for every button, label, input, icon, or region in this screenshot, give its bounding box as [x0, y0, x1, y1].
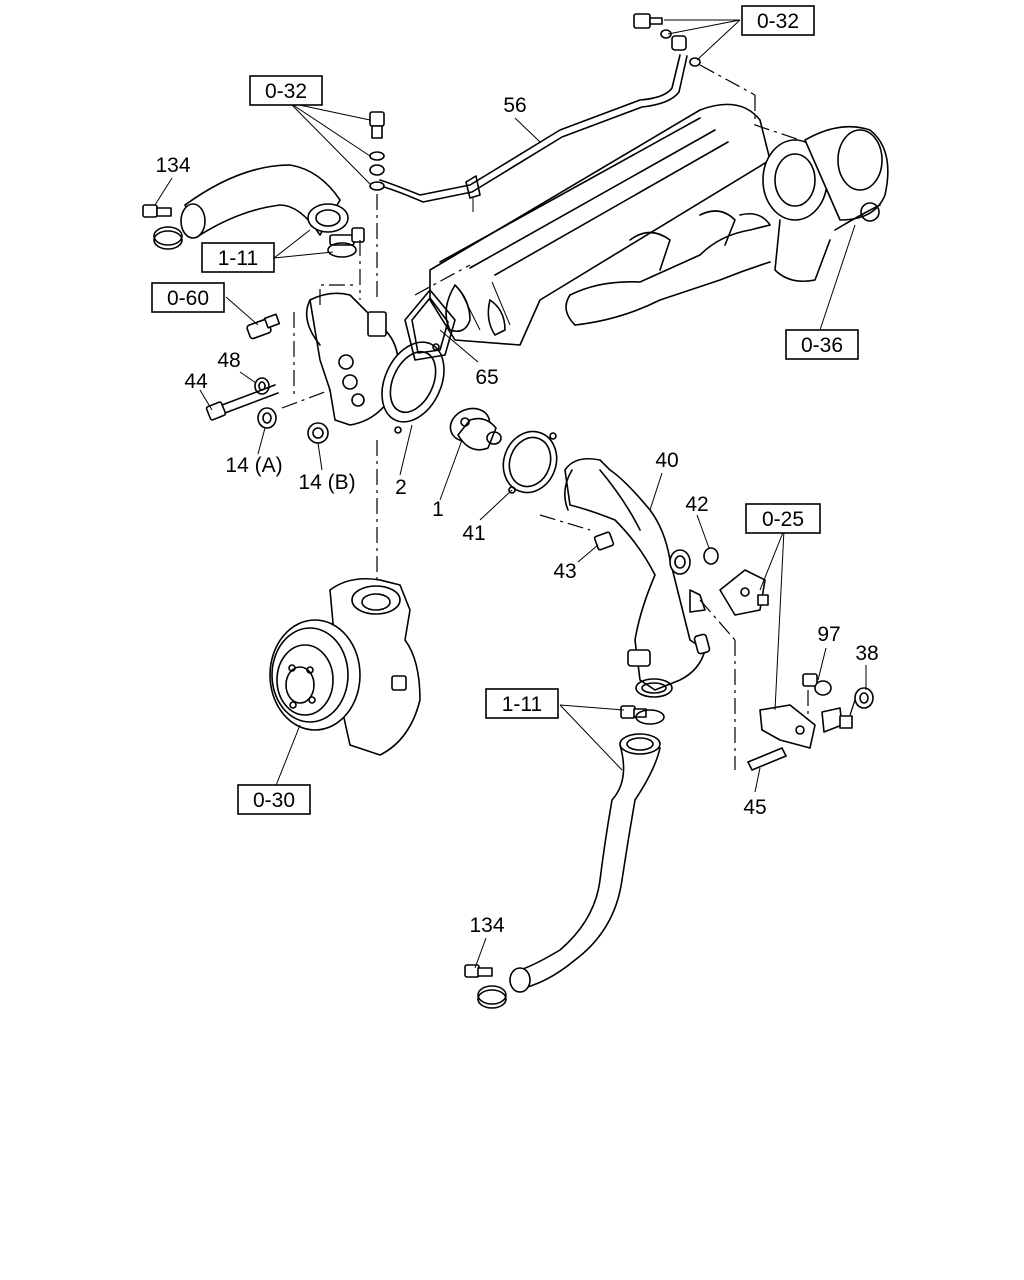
ref-label: 0-32 [265, 80, 307, 103]
bolt-97 [802, 673, 832, 696]
callout-44: 44 [184, 370, 208, 393]
plug-42 [703, 547, 719, 565]
engine-cylinder-head [429, 103, 771, 346]
callout-40: 40 [655, 449, 678, 472]
callout-134-upper: 134 [155, 154, 190, 177]
hose-clamp-upper-right [327, 227, 365, 258]
callout-45: 45 [743, 796, 766, 819]
callout-56: 56 [503, 94, 526, 117]
hose-clamp-lower-bottom [464, 964, 507, 1009]
callout-97: 97 [817, 623, 840, 646]
banjo-bolt-left [369, 111, 385, 191]
bushing-14a [257, 407, 277, 429]
ref-box-0-36[interactable]: 0-36 [785, 329, 859, 360]
stay-bracket [759, 704, 853, 749]
hose-clamp-upper-left [142, 204, 183, 250]
turbocharger [762, 125, 889, 283]
callout-43: 43 [553, 560, 576, 583]
callout-134-lower: 134 [469, 914, 504, 937]
upper-radiator-hose [180, 164, 349, 239]
ref-label: 0-25 [762, 508, 804, 531]
bracket-0-25 [719, 569, 769, 616]
lower-radiator-hose [509, 733, 661, 993]
bolt-44 [205, 384, 279, 421]
stud-45 [747, 747, 787, 771]
bushing-14b [307, 422, 329, 444]
ref-box-0-30[interactable]: 0-30 [237, 784, 311, 815]
gasket-41 [502, 430, 558, 494]
ref-label: 0-32 [757, 10, 799, 33]
ref-box-0-32-top[interactable]: 0-32 [741, 5, 815, 36]
ref-box-0-25[interactable]: 0-25 [745, 503, 821, 534]
ref-box-1-11-lower[interactable]: 1-11 [485, 688, 559, 719]
banjo-bolt-top [633, 13, 701, 67]
ref-label: 1-11 [218, 247, 258, 270]
exhaust-manifold [565, 210, 771, 326]
ref-box-0-32-left[interactable]: 0-32 [249, 75, 323, 106]
callout-1: 1 [432, 498, 444, 521]
leader-lines [154, 19, 867, 969]
ref-box-1-11-upper[interactable]: 1-11 [201, 242, 275, 273]
ref-label: 0-60 [167, 287, 209, 310]
ref-label: 0-30 [253, 789, 295, 812]
bolt-43 [593, 531, 615, 551]
thermostat [449, 407, 502, 451]
sensor-0-60 [246, 313, 281, 340]
hose-clamp-lower-upper [620, 705, 665, 725]
water-outlet-pipe [564, 457, 711, 698]
callout-48: 48 [217, 349, 240, 372]
callout-14b: 14 (B) [298, 471, 355, 494]
callout-38: 38 [855, 642, 878, 665]
nut-38 [854, 687, 874, 709]
ref-box-0-60[interactable]: 0-60 [151, 282, 225, 313]
ref-label: 0-36 [801, 334, 843, 357]
ref-label: 1-11 [502, 693, 542, 716]
callout-2: 2 [395, 476, 407, 499]
oil-pipe [379, 54, 688, 212]
callout-42: 42 [685, 493, 708, 516]
callout-65: 65 [475, 366, 498, 389]
water-pump [269, 577, 421, 756]
assembly-centerlines [281, 64, 856, 770]
gasket-65 [404, 289, 456, 361]
callout-41: 41 [462, 522, 485, 545]
thermostat-housing [305, 292, 445, 434]
callout-14a: 14 (A) [225, 454, 282, 477]
